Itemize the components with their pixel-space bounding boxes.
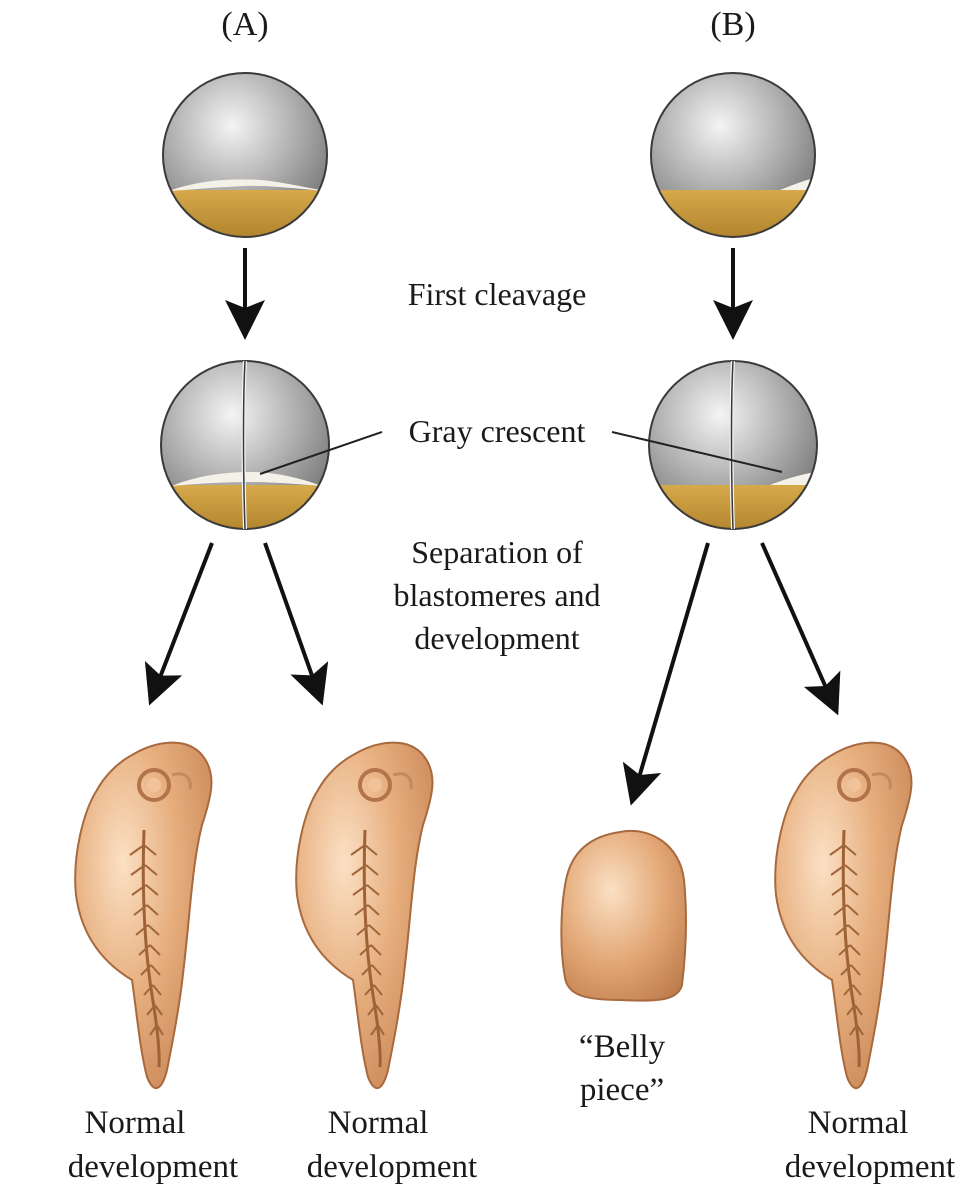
separation-label-line3: development [414,620,579,656]
outcome-b-left-line1: “Belly [579,1029,666,1065]
gray-crescent-label: Gray crescent [409,413,586,449]
arrow-b-right [760,542,841,716]
separation-label-line2: blastomeres and [393,577,600,613]
crescent-leader-b [611,431,783,473]
egg-b-two-cell [648,360,818,530]
outcome-b-left-line2: piece” [580,1072,664,1108]
egg-a-uncleaved [162,72,328,238]
crescent-leader-a [259,431,383,475]
belly-piece [560,829,687,1002]
first-cleavage-label: First cleavage [408,276,587,312]
outcome-a-left-line1: Normal [85,1105,186,1141]
panel-b-label: (B) [710,6,755,43]
embryo-a-left [73,740,214,1091]
arrow-a-right [263,542,329,706]
embryo-a-right [294,740,435,1091]
outcome-b-right-line1: Normal [808,1105,909,1141]
outcome-a-right-line1: Normal [328,1105,429,1141]
outcome-b-right-line2: development [785,1149,955,1185]
panel-a-label: (A) [221,6,268,43]
egg-a-two-cell [160,360,330,530]
separation-label-line1: Separation of [411,534,583,570]
outcome-a-right-line2: development [307,1149,477,1185]
arrow-a-left [144,542,214,706]
arrow-b-left [622,542,710,806]
outcome-a-left-line2: development [68,1149,238,1185]
egg-b-uncleaved [650,72,816,238]
embryo-b-right [773,740,914,1091]
